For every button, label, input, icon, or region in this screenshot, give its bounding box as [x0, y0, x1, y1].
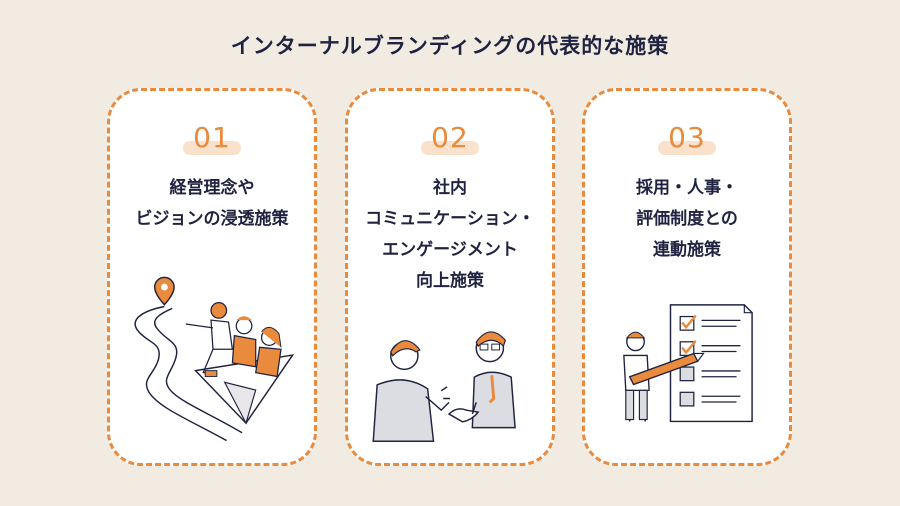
number-highlight [183, 141, 241, 155]
measure-card-2: 02 社内 コミュニケーション・ エンゲージメント 向上施策 [345, 88, 555, 466]
card-title-line: 評価制度との [636, 209, 738, 229]
card-number: 02 [431, 121, 469, 154]
card-title-line: 連動施策 [653, 240, 721, 260]
card-title-line: 経営理念や [169, 178, 255, 198]
card-title: 経営理念や ビジョンの浸透施策 [110, 173, 314, 235]
card-title-line: 社内 [433, 178, 467, 198]
measure-card-3: 03 採用・人事・ 評価制度との 連動施策 [582, 88, 792, 466]
measure-card-1: 01 経営理念や ビジョンの浸透施策 [107, 88, 317, 466]
number-highlight [421, 141, 479, 155]
number-highlight [658, 141, 716, 155]
card-title-line: 向上施策 [416, 271, 484, 291]
card-title: 社内 コミュニケーション・ エンゲージメント 向上施策 [348, 173, 552, 297]
card-number: 03 [668, 121, 706, 154]
checklist-icon [623, 304, 753, 423]
card-title-line: コミュニケーション・ [365, 209, 535, 229]
handshake-icon [372, 331, 516, 442]
page-title: インターナルブランディングの代表的な施策 [230, 34, 670, 58]
card-title: 採用・人事・ 評価制度との 連動施策 [585, 173, 789, 266]
card-title-line: ビジョンの浸透施策 [135, 209, 289, 229]
card-title-line: 採用・人事・ [636, 178, 738, 198]
map-pin-team-icon [134, 276, 295, 442]
card-number: 01 [193, 121, 231, 154]
card-title-line: エンゲージメント [382, 240, 518, 260]
